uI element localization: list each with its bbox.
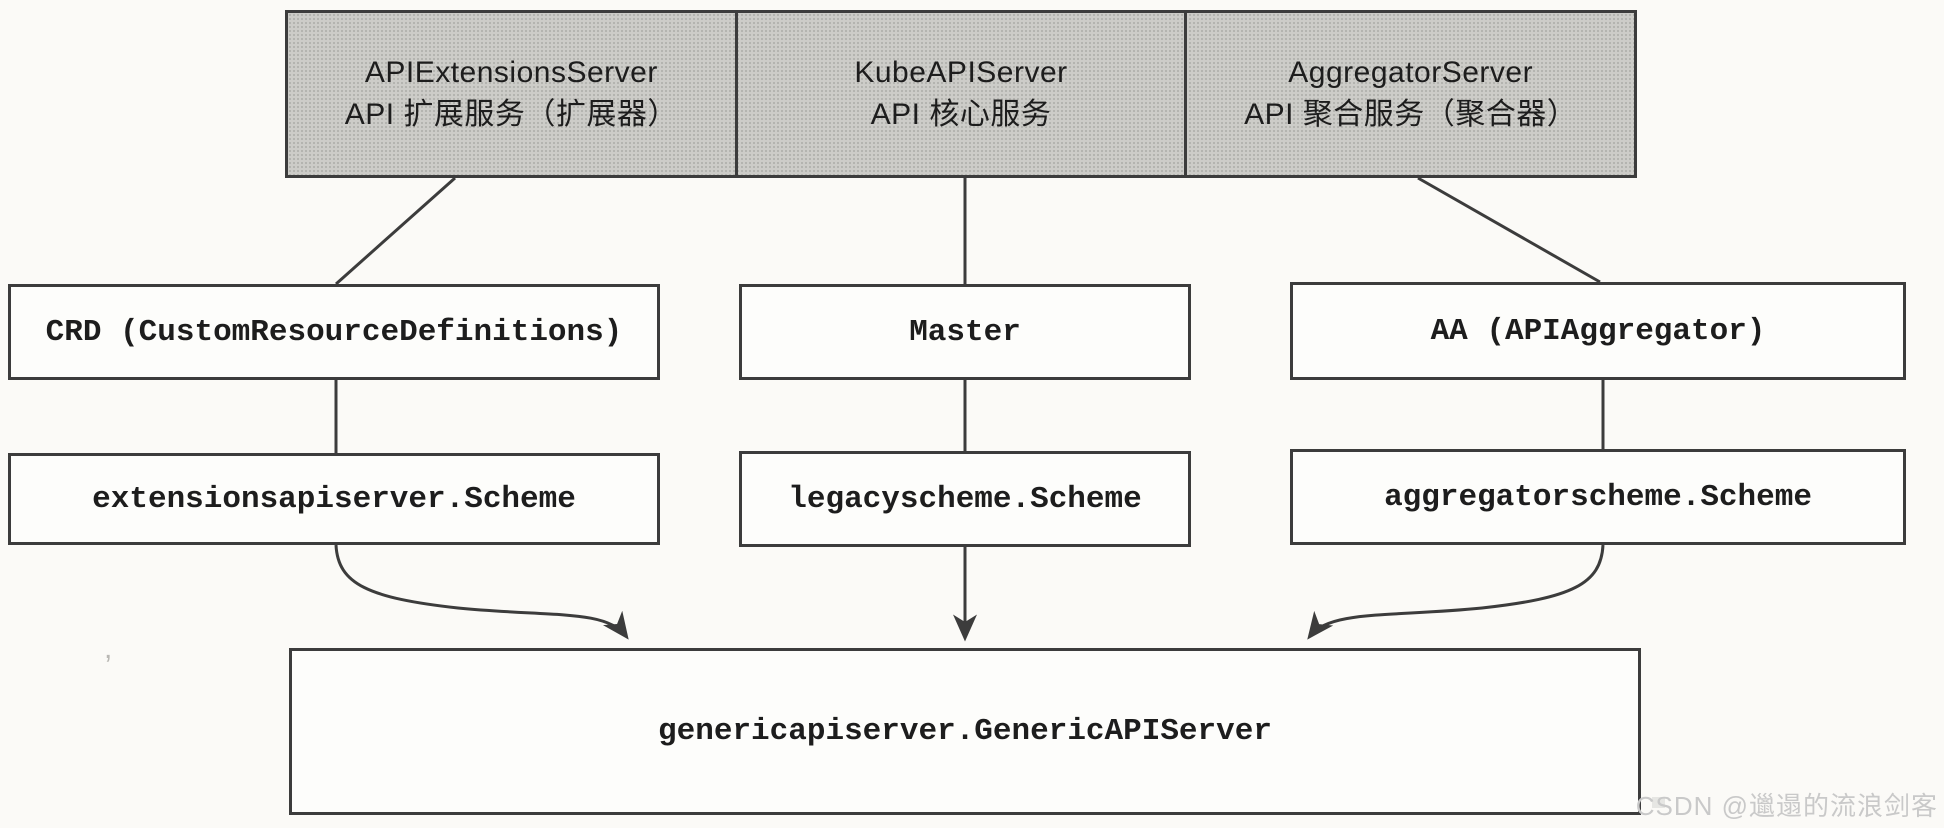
node-legacy-scheme-label: legacyscheme.Scheme [788, 481, 1142, 517]
api-extensions-server-subtitle: API 扩展服务（扩展器） [344, 98, 678, 131]
node-generic-api-server-label: genericapiserver.GenericAPIServer [658, 714, 1272, 749]
node-api-aggregator: AA (APIAggregator) [1290, 282, 1906, 380]
api-extensions-server-title: APIExtensionsServer [364, 56, 658, 89]
edge-aggregator-to-aa [1417, 176, 1601, 284]
band-section-api-extensions-server: APIExtensionsServer API 扩展服务（扩展器） [288, 13, 735, 175]
scan-artifact-mark: , [104, 632, 113, 665]
node-generic-api-server: genericapiserver.GenericAPIServer [289, 648, 1641, 815]
band-section-kube-api-server: KubeAPIServer API 核心服务 [734, 13, 1185, 175]
node-aggregator-scheme-label: aggregatorscheme.Scheme [1384, 479, 1812, 515]
edge-aggscheme-to-generic [1307, 544, 1605, 640]
node-master-label: Master [909, 314, 1021, 350]
kube-api-server-title: KubeAPIServer [854, 56, 1068, 89]
api-server-band: APIExtensionsServer API 扩展服务（扩展器） KubeAP… [285, 10, 1637, 178]
node-legacy-scheme: legacyscheme.Scheme [739, 451, 1191, 547]
edge-extensions-to-crd [335, 176, 456, 286]
csdn-watermark-text: CSDN @邋遢的流浪剑客 [1635, 791, 1938, 821]
node-crd-label: CRD (CustomResourceDefinitions) [45, 314, 623, 350]
edge-extscheme-to-generic [334, 544, 629, 640]
band-section-aggregator-server: AggregatorServer API 聚合服务（聚合器） [1184, 13, 1634, 175]
kube-api-server-subtitle: API 核心服务 [870, 98, 1052, 131]
node-extensions-scheme-label: extensionsapiserver.Scheme [92, 481, 576, 517]
aggregator-server-subtitle: API 聚合服务（聚合器） [1244, 98, 1578, 131]
node-master: Master [739, 284, 1191, 380]
aggregator-server-title: AggregatorServer [1288, 56, 1534, 89]
csdn-watermark-logo [1652, 797, 1665, 808]
node-api-aggregator-label: AA (APIAggregator) [1430, 313, 1766, 349]
node-extensions-scheme: extensionsapiserver.Scheme [8, 453, 660, 545]
node-crd: CRD (CustomResourceDefinitions) [8, 284, 660, 380]
node-aggregator-scheme: aggregatorscheme.Scheme [1290, 449, 1906, 545]
